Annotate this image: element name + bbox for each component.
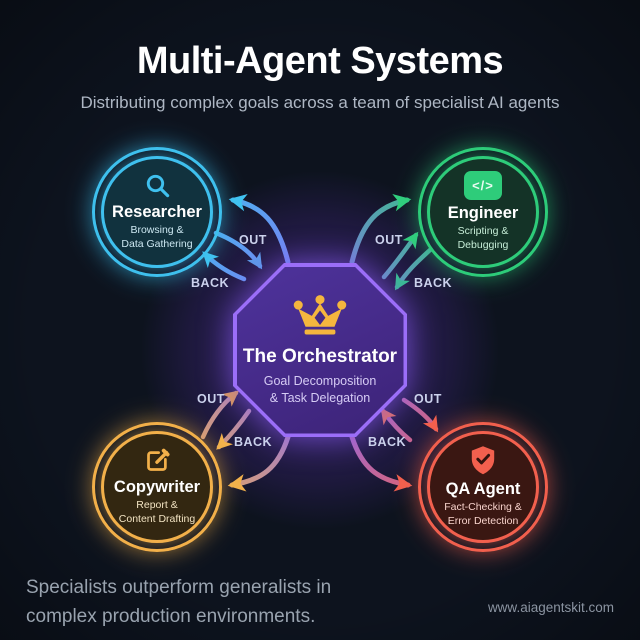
flow-label-back-copywriter: BACK	[233, 435, 273, 449]
agent-role-line2: Content Drafting	[118, 513, 196, 525]
footer-website: www.aiagentskit.com	[487, 600, 614, 615]
arrow-out-qa	[401, 397, 439, 433]
arc-orchestrator-to-qa	[349, 434, 413, 492]
agent-role: Browsing & Data Gathering	[121, 224, 192, 251]
agent-node-engineer: </> Engineer Scripting & Debugging	[418, 147, 548, 277]
footer-tagline: Specialists outperform generalists in co…	[26, 574, 331, 631]
edit-icon	[146, 449, 170, 472]
orchestrator-description: Goal Decomposition & Task Delegation	[264, 373, 377, 408]
page-title: Multi-Agent Systems	[136, 40, 504, 82]
agent-role: Scripting & Debugging	[458, 225, 509, 252]
agent-node-qa: QA Agent Fact-Checking & Error Detection	[418, 422, 548, 552]
agent-node-researcher-body: Researcher Browsing & Data Gathering	[101, 156, 213, 268]
arrow-out-engineer	[381, 231, 419, 280]
agent-name: Engineer	[447, 204, 519, 223]
orchestrator-node: The Orchestrator Goal Decomposition & Ta…	[233, 263, 407, 437]
agent-node-engineer-body: </> Engineer Scripting & Debugging	[427, 156, 539, 268]
search-icon	[146, 175, 169, 198]
arrow-out-copywriter	[200, 390, 240, 440]
flow-label-back-qa: BACK	[367, 435, 407, 449]
page-subtitle: Distributing complex goals across a team…	[80, 93, 560, 112]
agent-role-line2: Debugging	[457, 239, 509, 251]
flow-label-out-qa: OUT	[414, 392, 442, 406]
orchestrator-desc-line2: & Task Delegation	[269, 391, 371, 405]
agent-node-qa-body: QA Agent Fact-Checking & Error Detection	[427, 431, 539, 543]
arrow-back-qa	[380, 407, 413, 443]
footer-tagline-line2: complex production environments.	[26, 605, 316, 627]
code-icon: </>	[464, 171, 502, 201]
flow-label-out-copywriter: OUT	[197, 392, 225, 406]
agent-role-line2: Data Gathering	[121, 238, 193, 250]
arc-orchestrator-to-engineer	[349, 194, 412, 265]
agent-name: Researcher	[112, 203, 202, 222]
arrow-back-engineer	[394, 247, 433, 291]
arrow-back-researcher	[202, 251, 247, 282]
orchestrator-border: The Orchestrator Goal Decomposition & Ta…	[233, 263, 407, 437]
arc-orchestrator-to-researcher	[228, 194, 291, 265]
agent-role: Report & Content Drafting	[119, 499, 195, 526]
agent-role-line1: Fact-Checking &	[444, 501, 522, 514]
agent-role-line2: Error Detection	[447, 515, 519, 527]
orchestrator-desc-line1: Goal Decomposition	[263, 373, 377, 388]
orchestrator-name: The Orchestrator	[242, 345, 398, 367]
code-icon-glyph: </>	[472, 178, 494, 194]
flow-label-back-researcher: BACK	[190, 276, 230, 290]
agent-role-line1: Browsing &	[130, 224, 184, 237]
footer-tagline-line1: Specialists outperform generalists in	[26, 577, 332, 598]
agent-role-line1: Scripting &	[457, 225, 509, 238]
arc-orchestrator-to-copywriter	[227, 434, 291, 492]
agent-node-copywriter: Copywriter Report & Content Drafting	[92, 422, 222, 552]
agent-name: Copywriter	[113, 478, 201, 497]
flow-label-out-engineer: OUT	[375, 233, 403, 247]
flow-label-back-engineer: BACK	[413, 276, 453, 290]
arrow-back-copywriter	[216, 408, 252, 450]
agent-role: Fact-Checking & Error Detection	[444, 501, 522, 528]
orchestrator-body: The Orchestrator Goal Decomposition & Ta…	[236, 266, 404, 434]
crown-icon	[293, 294, 347, 334]
arrow-out-researcher	[213, 230, 263, 270]
flow-label-out-researcher: OUT	[239, 233, 267, 247]
agent-node-copywriter-body: Copywriter Report & Content Drafting	[101, 431, 213, 543]
agent-node-researcher: Researcher Browsing & Data Gathering	[92, 147, 222, 277]
shield-check-icon	[471, 446, 495, 475]
agent-role-line1: Report &	[136, 499, 178, 512]
agent-name: QA Agent	[445, 480, 521, 499]
